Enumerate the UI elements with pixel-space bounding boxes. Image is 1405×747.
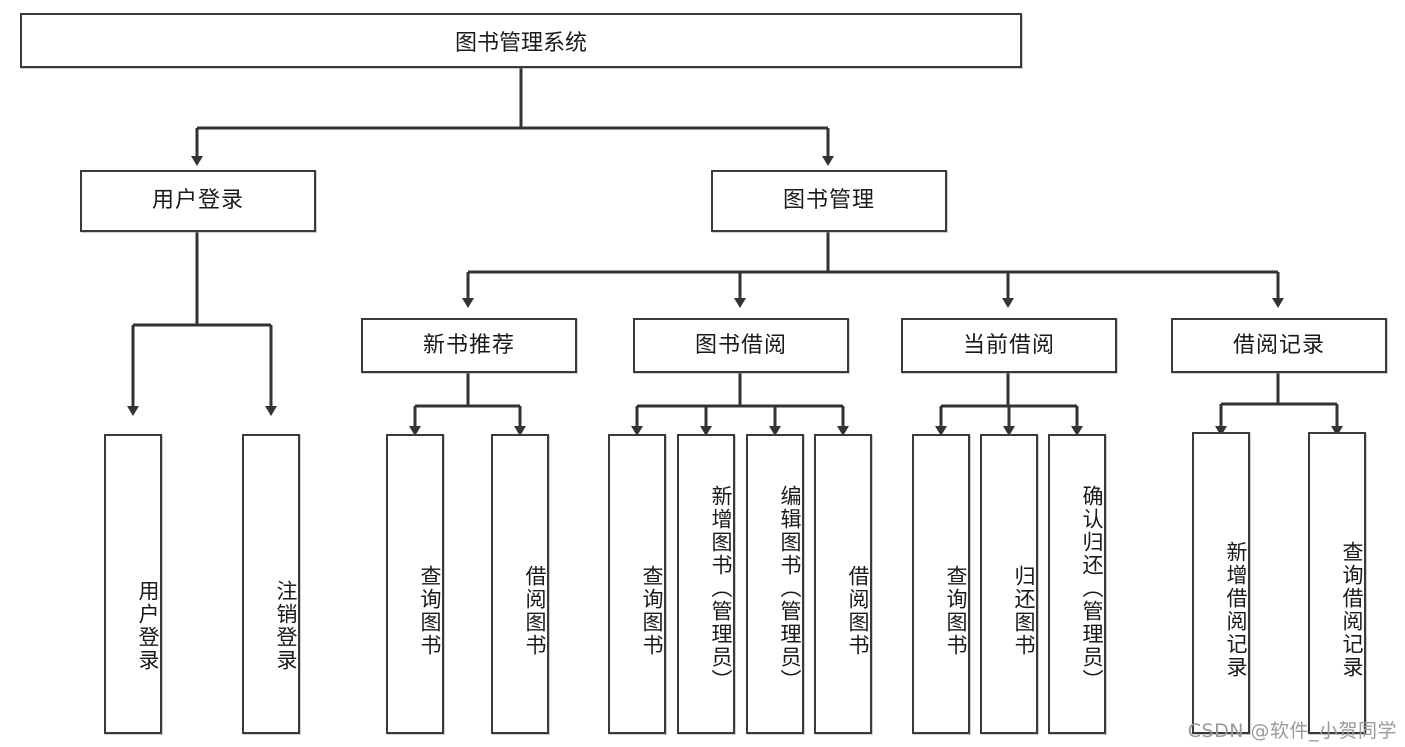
leaf-label: 查询图书 bbox=[418, 565, 442, 657]
node-user-login[interactable]: 用户登录 bbox=[80, 170, 316, 232]
leaf-current-confirm-return-admin[interactable]: 确认归还（管理员） bbox=[1048, 434, 1106, 734]
leaf-label: 归还图书 bbox=[1012, 565, 1036, 657]
watermark-text: CSDN @软件_小贺同学 bbox=[1187, 720, 1397, 742]
leaf-borrow-query-book[interactable]: 查询图书 bbox=[608, 434, 666, 734]
leaf-label: 确认归还（管理员） bbox=[1080, 484, 1104, 692]
leaf-new-book-query[interactable]: 查询图书 bbox=[386, 434, 444, 734]
leaf-label: 注销登录 bbox=[274, 580, 298, 672]
leaf-borrow-add-book-admin[interactable]: 新增图书（管理员） bbox=[677, 434, 735, 734]
node-book-borrow-label: 图书借阅 bbox=[694, 332, 787, 358]
leaf-current-query-book[interactable]: 查询图书 bbox=[912, 434, 970, 734]
leaf-borrow-borrow-book[interactable]: 借阅图书 bbox=[814, 434, 872, 734]
node-new-book-recommend-label: 新书推荐 bbox=[422, 332, 515, 358]
leaf-label: 查询图书 bbox=[944, 565, 968, 657]
node-current-borrow-label: 当前借阅 bbox=[962, 332, 1055, 358]
node-book-borrow[interactable]: 图书借阅 bbox=[633, 318, 849, 373]
node-user-login-label: 用户登录 bbox=[151, 188, 244, 213]
leaf-label: 查询图书 bbox=[640, 565, 664, 657]
leaf-label: 借阅图书 bbox=[846, 565, 870, 657]
leaf-label: 借阅图书 bbox=[523, 565, 547, 657]
leaf-label: 编辑图书（管理员） bbox=[778, 484, 802, 692]
leaf-new-book-borrow[interactable]: 借阅图书 bbox=[491, 434, 549, 734]
leaf-label: 用户登录 bbox=[136, 580, 160, 672]
leaf-label: 查询借阅记录 bbox=[1340, 541, 1364, 679]
leaf-user-login-login[interactable]: 用户登录 bbox=[104, 434, 162, 734]
node-borrow-record-label: 借阅记录 bbox=[1232, 332, 1325, 358]
node-root-label: 图书管理系统 bbox=[454, 30, 587, 56]
node-book-management[interactable]: 图书管理 bbox=[711, 170, 947, 232]
node-root[interactable]: 图书管理系统 bbox=[20, 13, 1022, 68]
leaf-record-add[interactable]: 新增借阅记录 bbox=[1192, 432, 1250, 734]
leaf-record-query[interactable]: 查询借阅记录 bbox=[1308, 432, 1366, 734]
leaf-current-return-book[interactable]: 归还图书 bbox=[980, 434, 1038, 734]
node-book-management-label: 图书管理 bbox=[782, 188, 875, 213]
node-borrow-record[interactable]: 借阅记录 bbox=[1171, 318, 1387, 373]
leaf-label: 新增借阅记录 bbox=[1224, 541, 1248, 679]
leaf-user-login-logout[interactable]: 注销登录 bbox=[242, 434, 300, 734]
leaf-borrow-edit-book-admin[interactable]: 编辑图书（管理员） bbox=[746, 434, 804, 734]
node-new-book-recommend[interactable]: 新书推荐 bbox=[361, 318, 577, 373]
node-current-borrow[interactable]: 当前借阅 bbox=[901, 318, 1117, 373]
leaf-label: 新增图书（管理员） bbox=[709, 484, 733, 692]
